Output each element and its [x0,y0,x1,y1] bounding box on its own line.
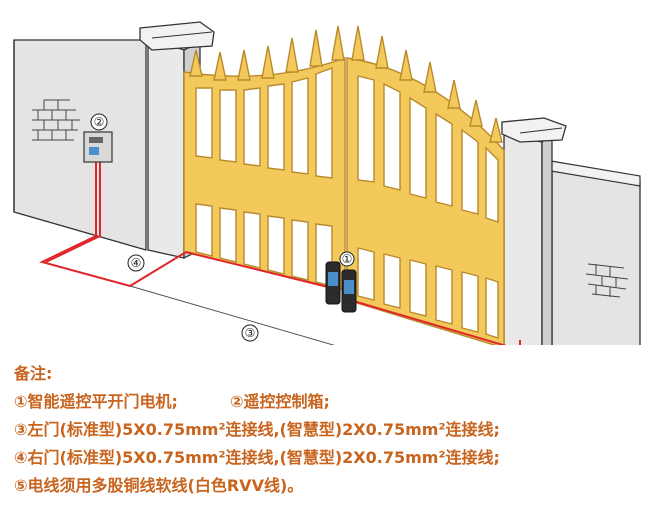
control-box-icon [83,131,113,163]
wiring [39,160,521,345]
left-gate-leaf [183,25,346,291]
right-gate-leaf [346,25,505,345]
gate-motor-icon [325,261,357,313]
note-motor: ①智能遥控平开门电机; [14,392,178,411]
svg-text:④: ④ [131,256,142,270]
marker-4: ④ [127,254,145,272]
note-control-box: ②遥控控制箱; [229,392,330,411]
gate-installation-diagram: ① ② ③ ④ [13,21,641,345]
brick-pattern-icon [32,99,80,141]
notes-line-1: ①智能遥控平开门电机; ②遥控控制箱; [14,388,644,416]
svg-text:①: ① [342,252,353,266]
right-wall [544,159,641,345]
svg-text:③: ③ [245,326,256,340]
notes-line-2: ③左门(标准型)5X0.75mm²连接线,(智慧型)2X0.75mm²连接线; [14,420,500,439]
right-pillar [501,117,567,345]
wire-route-guides [129,285,336,345]
installation-notes: 备注: ①智能遥控平开门电机; ②遥控控制箱; ③左门(标准型)5X0.75mm²… [14,360,644,500]
marker-2: ② [90,113,108,131]
marker-1: ① [339,251,355,267]
notes-line-3: ④右门(标准型)5X0.75mm²连接线,(智慧型)2X0.75mm²连接线; [14,448,500,467]
notes-heading: 备注: [14,364,53,383]
notes-line-4: ⑤电线须用多股铜线软线(白色RVV线)。 [14,476,304,495]
marker-3: ③ [241,324,259,342]
svg-text:②: ② [94,115,105,129]
left-wall [13,39,147,251]
brick-pattern-icon [585,263,629,298]
